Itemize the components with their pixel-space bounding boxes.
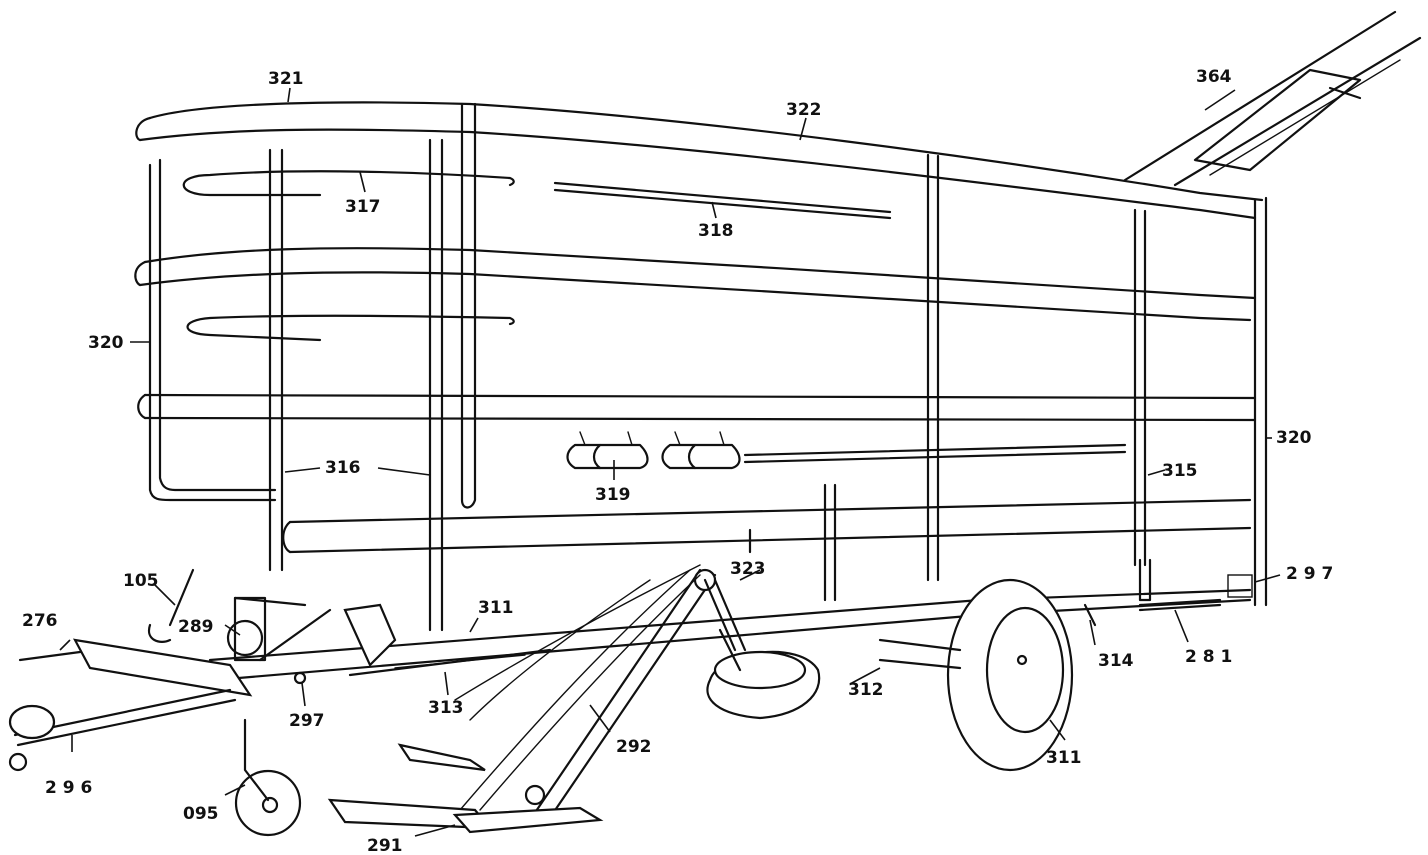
label-289: 289 bbox=[178, 617, 214, 637]
conveyor-364-drawing bbox=[1123, 10, 1422, 187]
label-281: 2 8 1 bbox=[1185, 647, 1232, 667]
wheels-drawing bbox=[706, 558, 1253, 772]
label-364: 364 bbox=[1196, 67, 1232, 87]
label-320-right: 320 bbox=[1276, 428, 1312, 448]
label-322: 322 bbox=[786, 100, 822, 120]
label-317: 317 bbox=[345, 197, 381, 217]
label-312: 312 bbox=[848, 680, 884, 700]
part-labels: 321 322 364 317 318 320 320 316 319 315 … bbox=[22, 67, 1333, 855]
label-297-right: 2 9 7 bbox=[1286, 564, 1333, 584]
label-296: 2 9 6 bbox=[45, 778, 92, 798]
label-316: 316 bbox=[325, 458, 361, 478]
label-323: 323 bbox=[730, 559, 766, 579]
label-276: 276 bbox=[22, 611, 58, 631]
label-292: 292 bbox=[616, 737, 652, 757]
label-313: 313 bbox=[428, 698, 464, 718]
chassis-drawing bbox=[8, 568, 1252, 837]
label-321: 321 bbox=[268, 69, 304, 89]
leader-lines bbox=[59, 87, 1281, 837]
label-318: 318 bbox=[698, 221, 734, 241]
label-315: 315 bbox=[1162, 461, 1198, 481]
label-319: 319 bbox=[595, 485, 631, 505]
label-320-left: 320 bbox=[88, 333, 124, 353]
label-291: 291 bbox=[367, 836, 403, 855]
label-311-frame: 311 bbox=[478, 598, 514, 618]
label-297-hitch: 297 bbox=[289, 711, 325, 731]
wagon-box-drawing bbox=[134, 101, 1268, 632]
label-095: 095 bbox=[183, 804, 219, 824]
label-105: 105 bbox=[123, 571, 159, 591]
label-314: 314 bbox=[1098, 651, 1134, 671]
label-311-wheel: 311 bbox=[1046, 748, 1082, 768]
pickup-auger-drawing bbox=[327, 564, 747, 834]
